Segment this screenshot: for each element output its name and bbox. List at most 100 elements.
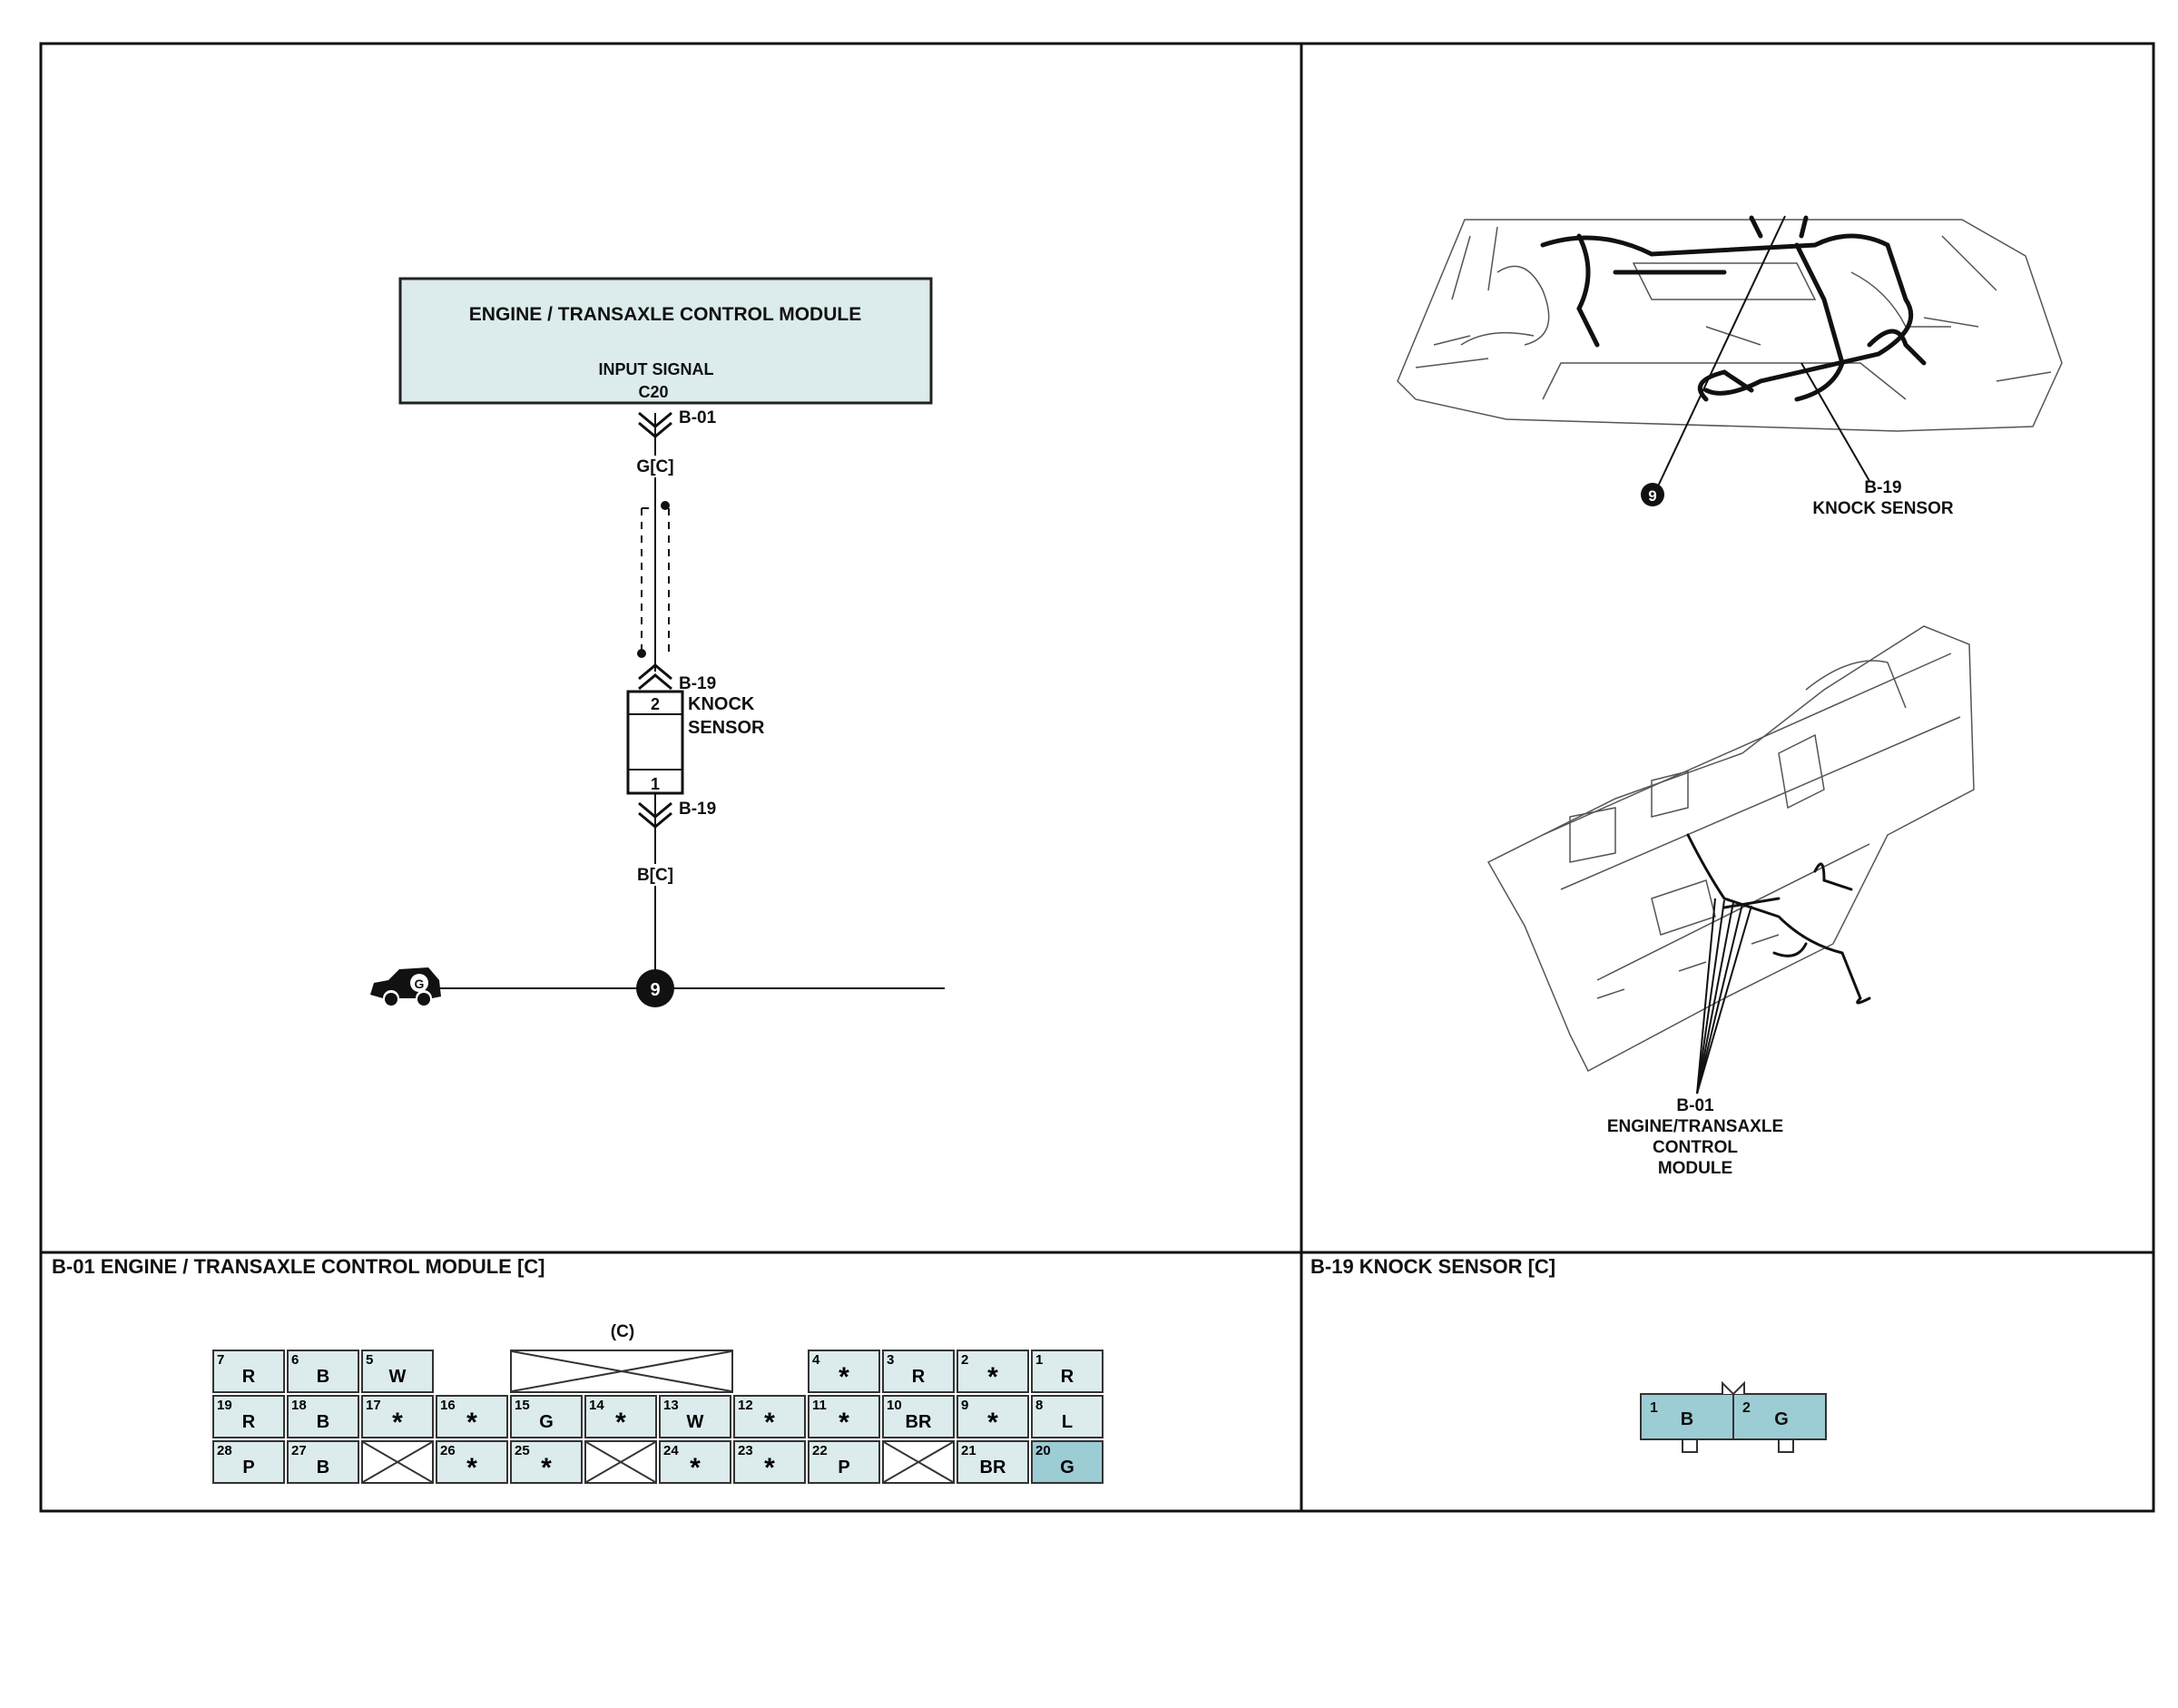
ground-point-number: 9 xyxy=(650,980,660,1000)
pin-cell: 9* xyxy=(957,1395,1029,1438)
pin-number: 10 xyxy=(887,1398,902,1413)
pin-number: 17 xyxy=(366,1398,381,1413)
pin-wire-color: * xyxy=(839,1362,849,1392)
pin-number: 18 xyxy=(291,1398,307,1413)
connector-b19-top-symbol xyxy=(638,663,672,691)
pin-number: 15 xyxy=(515,1398,530,1413)
pin-number: 27 xyxy=(291,1443,307,1458)
pin-cell: 16* xyxy=(436,1395,508,1438)
pin-wire-color: B xyxy=(316,1458,330,1477)
module-box xyxy=(398,277,933,405)
engine-harness-wires xyxy=(1540,215,1927,402)
pin-wire-color: * xyxy=(987,1362,998,1392)
locator-bottom-label-3: CONTROL xyxy=(1653,1138,1738,1157)
pin-wire-color: P xyxy=(242,1458,255,1477)
pin-cavity-blank xyxy=(882,1440,955,1484)
engine-harness-illustration xyxy=(1397,219,2063,432)
callout-9-number: 9 xyxy=(1648,487,1656,505)
pin-number: 2 xyxy=(961,1352,969,1368)
pin-wire-color: * xyxy=(987,1408,998,1438)
pin-wire-color: G xyxy=(1060,1458,1074,1477)
pin-number: 13 xyxy=(663,1398,679,1413)
pin-cell: 2* xyxy=(957,1350,1029,1393)
pin-number: 19 xyxy=(217,1398,232,1413)
pin-wire-color: * xyxy=(690,1453,701,1483)
wire-bottom-color: B[C] xyxy=(637,866,673,885)
b19-panel-title: B-19 KNOCK SENSOR [C] xyxy=(1310,1255,1556,1278)
pin-wire-color: * xyxy=(541,1453,552,1483)
chassis-ground-icon xyxy=(370,967,441,1006)
callout-leaders-b01 xyxy=(1696,898,1752,1094)
b19-pin2-number: 2 xyxy=(1742,1400,1751,1416)
dashboard-harness-wires xyxy=(1686,833,1871,1005)
b01-subtitle: (C) xyxy=(611,1322,634,1341)
sensor-pin-1: 1 xyxy=(651,775,660,793)
ground-symbol-letter: G xyxy=(415,977,425,991)
b19-pin1-number: 1 xyxy=(1650,1400,1658,1416)
pin-cell: 25 * xyxy=(510,1440,583,1484)
pin-number: 25 xyxy=(515,1443,530,1458)
callout-leader-b19 xyxy=(1800,362,1870,482)
pin-wire-color: * xyxy=(466,1408,477,1438)
dashboard-illustration xyxy=(1486,625,1975,1073)
pin-number: 7 xyxy=(217,1352,225,1368)
pin-number: 24 xyxy=(663,1443,679,1458)
pin-number: 9 xyxy=(961,1398,969,1413)
pin-number: 21 xyxy=(961,1443,976,1458)
pin-wire-color: * xyxy=(466,1453,477,1483)
pin-wire-color: BR xyxy=(905,1412,932,1432)
pin-wire-color: W xyxy=(388,1367,407,1387)
pin-cell: 23* xyxy=(733,1440,806,1484)
module-title: ENGINE / TRANSAXLE CONTROL MODULE xyxy=(469,304,861,325)
pin-wire-color: B xyxy=(316,1412,330,1432)
pin-wire-color: L xyxy=(1061,1412,1074,1432)
locator-bottom-label-2: ENGINE/TRANSAXLE xyxy=(1607,1117,1783,1136)
pin-cell: 14* xyxy=(584,1395,657,1438)
pin-number: 28 xyxy=(217,1443,232,1458)
pin-wire-color: * xyxy=(392,1408,403,1438)
pin-wire-color: * xyxy=(764,1408,775,1438)
callout-9-circle xyxy=(1641,483,1664,506)
pin-number: 4 xyxy=(812,1352,820,1368)
pin-cell: 24 * xyxy=(659,1440,731,1484)
pin-number: 20 xyxy=(1035,1443,1051,1458)
pin-wire-color: W xyxy=(686,1412,704,1432)
pin-wire-color: * xyxy=(615,1408,626,1438)
pin-wire-color: P xyxy=(838,1458,850,1477)
b19-pin1-color: B xyxy=(1681,1409,1693,1429)
sensor-pin-2: 2 xyxy=(651,695,660,713)
sensor-name-line2: SENSOR xyxy=(688,718,765,738)
pin-cavity-blank xyxy=(361,1440,434,1484)
pin-number: 5 xyxy=(366,1352,374,1368)
pin-cell: 4* xyxy=(808,1350,880,1393)
pin-number: 8 xyxy=(1035,1398,1044,1413)
pin-wire-color: R xyxy=(1060,1367,1074,1387)
b19-connector-face xyxy=(1640,1380,1827,1453)
pin-number: 22 xyxy=(812,1443,828,1458)
pin-cavity-blank xyxy=(584,1440,657,1484)
pin-number: 26 xyxy=(440,1443,456,1458)
pin-wire-color: R xyxy=(241,1367,256,1387)
locator-top-label-1: B-19 xyxy=(1864,478,1901,497)
pin-number: 12 xyxy=(738,1398,753,1413)
connector-b01-label: B-01 xyxy=(679,408,717,427)
sensor-name-line1: KNOCK xyxy=(688,694,755,714)
pin-cell: 12 * xyxy=(733,1395,806,1438)
pin-cell: 11* xyxy=(808,1395,880,1438)
connector-b19-bottom-label: B-19 xyxy=(679,800,716,819)
pin-number: 6 xyxy=(291,1352,299,1368)
pin-wire-color: R xyxy=(911,1367,926,1387)
